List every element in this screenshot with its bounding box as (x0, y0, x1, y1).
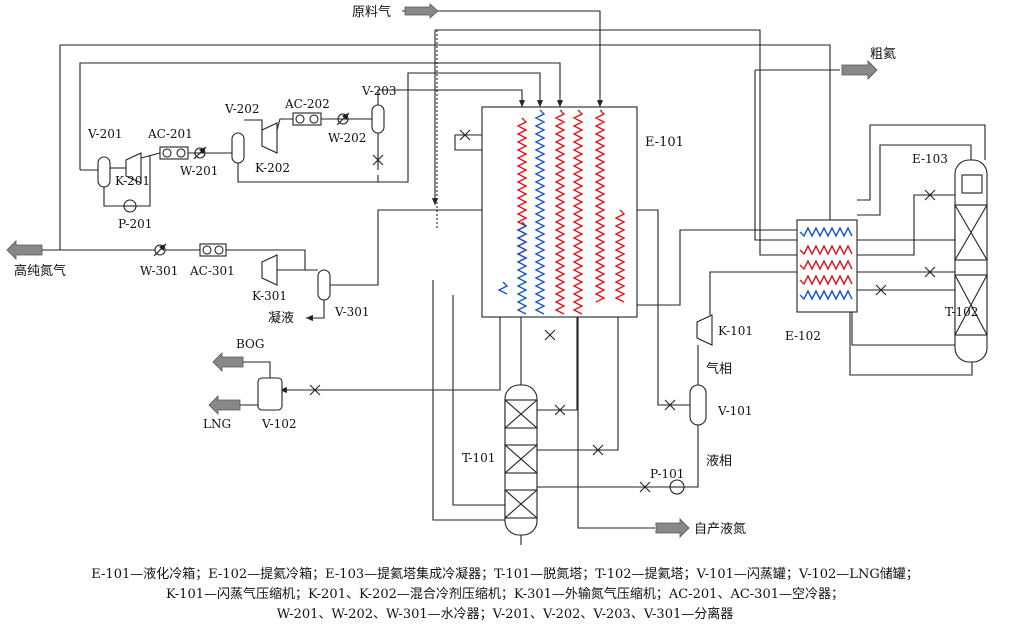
column-t101 (504, 384, 538, 536)
e102-coils (799, 226, 853, 301)
label-t101: T-101 (462, 451, 495, 465)
legend-line-3: W-201、W-202、W-301—水冷器；V-201、V-202、V-203、… (276, 607, 734, 622)
label-vapor-phase: 气相 (706, 361, 732, 377)
separator-v203 (371, 104, 385, 134)
label-feed-gas: 原料气 (352, 4, 391, 20)
arrow-high-purity-nitrogen (6, 240, 43, 260)
lng-tank-v102 (257, 377, 283, 411)
label-e102: E-102 (785, 329, 821, 343)
label-v203: V-203 (361, 84, 397, 98)
label-p101: P-101 (650, 467, 684, 481)
label-e103: E-103 (912, 152, 948, 166)
flash-drum-v101 (689, 384, 707, 426)
label-t102: T-102 (945, 305, 978, 319)
arrow-crude-helium (841, 60, 878, 80)
air-cooler-ac301 (199, 243, 227, 257)
separator-v202 (231, 132, 245, 164)
label-w202: W-202 (328, 131, 366, 145)
label-ac301: AC-301 (189, 264, 235, 278)
label-k201: K-201 (115, 174, 150, 188)
label-w201: W-201 (180, 164, 218, 178)
label-e101: E-101 (645, 135, 684, 150)
label-v301: V-301 (334, 305, 370, 319)
legend-line-2: K-101—闪蒸气压缩机；K-201、K-202—混合冷剂压缩机；K-301—外… (166, 587, 844, 602)
label-k301: K-301 (252, 289, 287, 303)
pump-p101 (669, 479, 685, 495)
label-bog: BOG (236, 337, 264, 351)
label-p201: P-201 (118, 217, 152, 231)
label-k101: K-101 (718, 324, 753, 338)
label-lng: LNG (203, 417, 231, 431)
separator-v301 (317, 269, 331, 301)
label-condensate: 凝液 (268, 310, 294, 326)
label-k202: K-202 (255, 161, 290, 175)
compressor-k101 (696, 314, 713, 346)
compressor-k301 (261, 254, 278, 286)
label-liquid-phase: 液相 (706, 454, 732, 469)
legend-line-1: E-101—液化冷箱；E-102—提氦冷箱；E-103—提氦塔集成冷凝器；T-1… (91, 567, 919, 582)
air-cooler-ac201 (159, 146, 189, 160)
e101-coils (497, 109, 626, 315)
label-v201: V-201 (87, 127, 123, 141)
arrow-feed-gas (404, 3, 439, 19)
arrow-self-liquid-nitrogen (655, 518, 690, 538)
label-w301: W-301 (140, 264, 178, 278)
label-self-liquid-nitrogen: 自产液氮 (694, 522, 746, 537)
compressor-k201 (125, 152, 142, 184)
label-ac202: AC-202 (284, 97, 330, 111)
arrow-bog (212, 352, 244, 372)
condenser-e103 (961, 174, 983, 194)
label-v102: V-102 (261, 417, 297, 431)
separator-v201 (97, 156, 111, 188)
compressor-k202 (261, 122, 278, 154)
label-high-purity-nitrogen: 高纯氮气 (14, 263, 66, 279)
pump-p201 (123, 199, 137, 213)
label-crude-helium: 粗氦 (870, 47, 896, 62)
label-v101: V-101 (717, 404, 753, 418)
label-v202: V-202 (224, 102, 260, 116)
column-t102 (954, 159, 988, 363)
water-cooler-w301 (153, 243, 167, 257)
label-ac201: AC-201 (147, 127, 193, 141)
process-flow-diagram: E-101 原料气 粗氦 高纯氮气 W-301 AC-301 K-301 (6, 3, 988, 545)
air-cooler-ac202 (292, 112, 322, 126)
arrow-lng (208, 395, 241, 415)
